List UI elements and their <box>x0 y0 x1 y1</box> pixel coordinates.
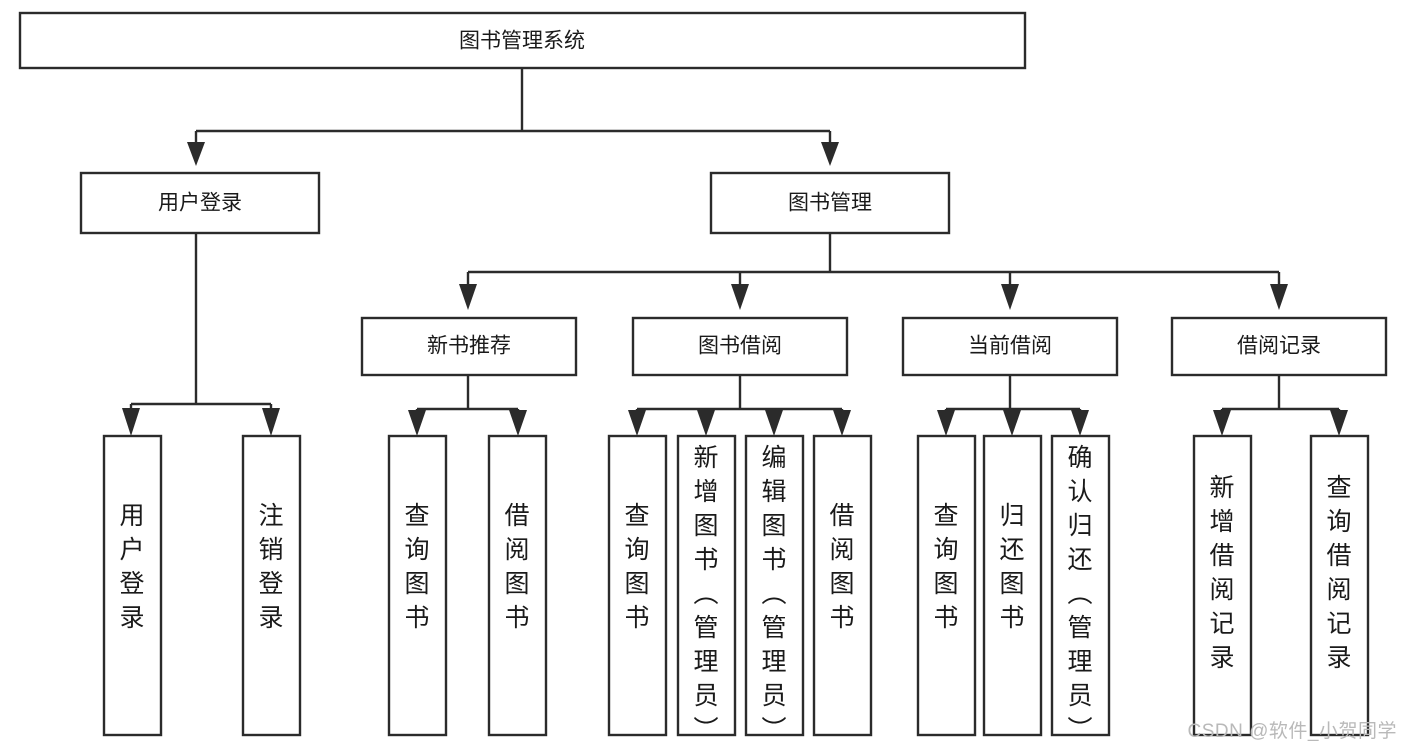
node-new-book-recommend[interactable]: 新书推荐 <box>360 316 578 377</box>
node-leaf-query-book-1[interactable]: 查询图书 <box>387 434 448 737</box>
arrow-head-leaf-add-record <box>1213 410 1231 436</box>
node-leaf-edit-book-box[interactable] <box>744 434 805 737</box>
node-leaf-query-book-3-label: 查询图书 <box>933 502 958 632</box>
node-borrow-record-box[interactable] <box>1170 316 1388 377</box>
arrow-head-leaf-user-logout <box>262 408 280 436</box>
node-user-login[interactable]: 用户登录 <box>79 171 321 235</box>
node-leaf-borrow-book-1-box[interactable] <box>487 434 548 737</box>
node-leaf-borrow-book-2-box[interactable] <box>812 434 873 737</box>
node-user-login-label: 用户登录 <box>158 192 242 215</box>
arrow-head-leaf-user-login <box>122 408 140 436</box>
node-leaf-add-record-label: 新增借阅记录 <box>1209 474 1234 672</box>
node-leaf-add-book-label: 新增图书︵管理员︶ <box>693 444 718 744</box>
arrow-head-leaf-borrow-book-2 <box>833 410 851 436</box>
node-leaf-query-record-label: 查询借阅记录 <box>1326 474 1351 672</box>
node-book-borrow-box[interactable] <box>631 316 849 377</box>
node-leaf-borrow-book-2[interactable]: 借阅图书 <box>812 434 873 737</box>
node-leaf-query-record[interactable]: 查询借阅记录 <box>1309 434 1370 737</box>
arrow-head-leaf-add-book <box>697 410 715 436</box>
arrow-head-borrow-record <box>1270 284 1288 310</box>
node-leaf-user-login[interactable]: 用户登录 <box>102 434 163 737</box>
arrow-head-new-book-recommend <box>459 284 477 310</box>
node-leaf-borrow-book-2-label: 借阅图书 <box>829 502 854 632</box>
arrow-head-leaf-query-book-2 <box>628 410 646 436</box>
node-leaf-query-book-1-label: 查询图书 <box>404 502 429 632</box>
node-leaf-confirm-return-label: 确认归还︵管理员︶ <box>1067 444 1092 744</box>
node-leaf-query-book-2[interactable]: 查询图书 <box>607 434 668 737</box>
node-book-management-box[interactable] <box>709 171 951 235</box>
node-user-login-box[interactable] <box>79 171 321 235</box>
node-current-borrow-label: 当前借阅 <box>968 335 1052 358</box>
node-root-box[interactable] <box>18 11 1027 70</box>
node-leaf-borrow-book-1-label: 借阅图书 <box>504 502 529 632</box>
connector-layer <box>122 68 1348 436</box>
node-book-borrow-label: 图书借阅 <box>698 335 782 358</box>
node-leaf-user-login-label: 用户登录 <box>119 502 144 632</box>
arrow-head-userlogin <box>187 142 205 166</box>
node-current-borrow[interactable]: 当前借阅 <box>901 316 1119 377</box>
arrow-head-leaf-edit-book <box>765 410 783 436</box>
node-leaf-user-logout-label: 注销登录 <box>258 502 283 632</box>
node-leaf-user-logout[interactable]: 注销登录 <box>241 434 302 737</box>
node-borrow-record-label: 借阅记录 <box>1237 335 1321 358</box>
arrow-head-leaf-borrow-book-1 <box>509 410 527 436</box>
node-leaf-edit-book-label: 编辑图书︵管理员︶ <box>761 444 786 744</box>
node-book-borrow[interactable]: 图书借阅 <box>631 316 849 377</box>
node-leaf-confirm-return[interactable]: 确认归还︵管理员︶ <box>1050 434 1111 744</box>
arrow-head-current-borrow <box>1001 284 1019 310</box>
node-book-management-label: 图书管理 <box>788 192 872 215</box>
node-leaf-add-record-box[interactable] <box>1192 434 1253 737</box>
node-root-label: 图书管理系统 <box>459 30 585 53</box>
node-leaf-confirm-return-box[interactable] <box>1050 434 1111 737</box>
node-leaf-user-logout-box[interactable] <box>241 434 302 737</box>
node-current-borrow-box[interactable] <box>901 316 1119 377</box>
node-leaf-add-book[interactable]: 新增图书︵管理员︶ <box>676 434 737 744</box>
arrow-head-book-borrow <box>731 284 749 310</box>
node-new-book-recommend-label: 新书推荐 <box>427 335 511 358</box>
node-leaf-add-record[interactable]: 新增借阅记录 <box>1192 434 1253 737</box>
node-leaf-return-book-label: 归还图书 <box>999 502 1024 632</box>
node-leaf-query-book-3-box[interactable] <box>916 434 977 737</box>
node-borrow-record[interactable]: 借阅记录 <box>1170 316 1388 377</box>
node-leaf-return-book-box[interactable] <box>982 434 1043 737</box>
arrow-head-leaf-query-book-1 <box>408 410 426 436</box>
node-leaf-borrow-book-1[interactable]: 借阅图书 <box>487 434 548 737</box>
node-leaf-query-book-3[interactable]: 查询图书 <box>916 434 977 737</box>
node-leaf-return-book[interactable]: 归还图书 <box>982 434 1043 737</box>
node-leaf-query-book-2-box[interactable] <box>607 434 668 737</box>
arrow-head-leaf-query-book-3 <box>937 410 955 436</box>
arrow-head-leaf-return-book <box>1003 410 1021 436</box>
node-leaf-user-login-box[interactable] <box>102 434 163 737</box>
node-leaf-add-book-box[interactable] <box>676 434 737 737</box>
node-book-management[interactable]: 图书管理 <box>709 171 951 235</box>
node-root[interactable]: 图书管理系统 <box>18 11 1027 70</box>
node-new-book-recommend-box[interactable] <box>360 316 578 377</box>
leaf-nodes-layer: 用户登录 注销登录 查询图书 借阅图书 查询图书 新增图书︵管理员︶ 编辑图书︵… <box>102 434 1370 744</box>
arrow-head-bookmgmt <box>821 142 839 166</box>
node-leaf-query-book-1-box[interactable] <box>387 434 448 737</box>
node-leaf-query-book-2-label: 查询图书 <box>624 502 649 632</box>
arrow-head-leaf-confirm-return <box>1071 410 1089 436</box>
node-leaf-query-record-box[interactable] <box>1309 434 1370 737</box>
arrow-head-leaf-query-record <box>1330 410 1348 436</box>
node-leaf-edit-book[interactable]: 编辑图书︵管理员︶ <box>744 434 805 744</box>
